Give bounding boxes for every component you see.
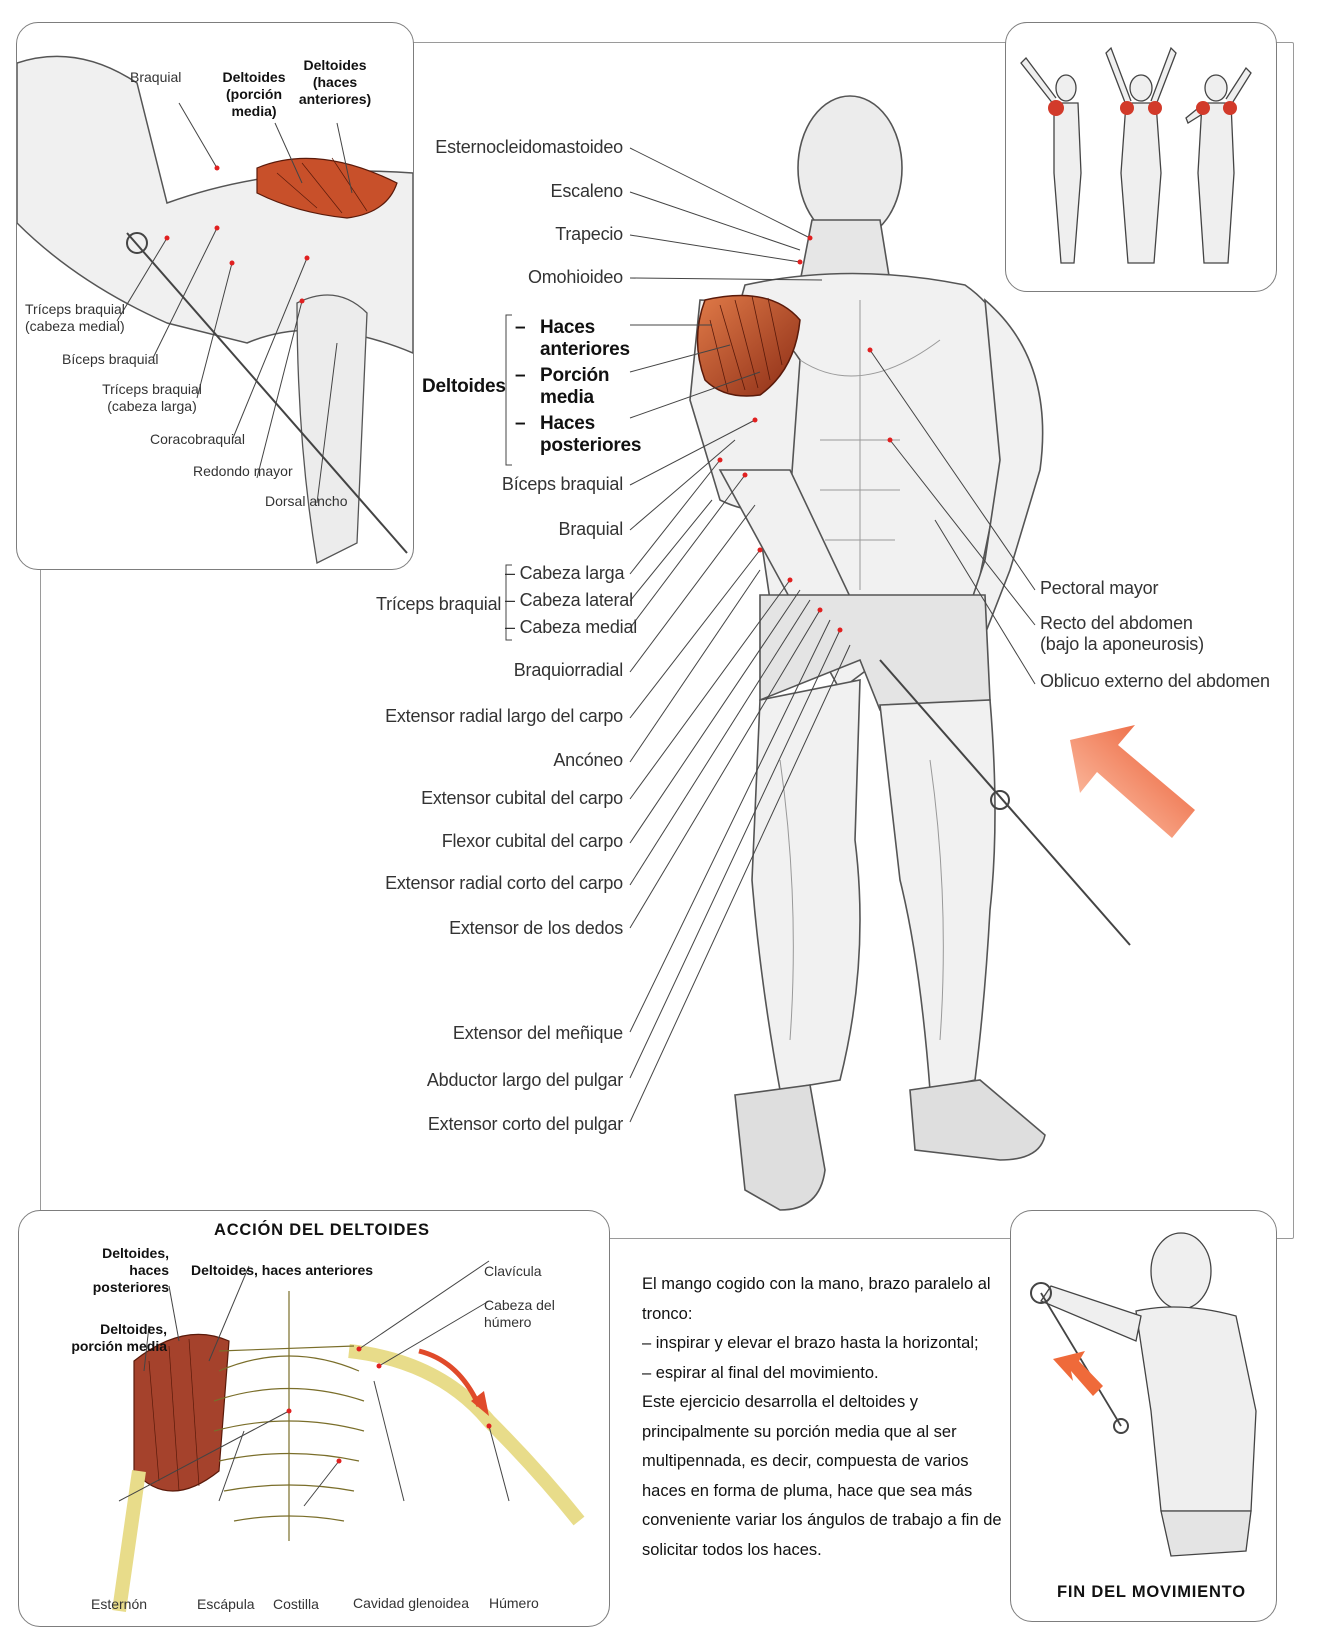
arm-label-dorsal-ancho: Dorsal ancho: [265, 493, 348, 509]
action-label-costilla: Costilla: [273, 1596, 319, 1612]
label-extensor-radial-corto: Extensor radial corto del carpo: [385, 873, 623, 893]
label-pectoral-mayor: Pectoral mayor: [1040, 578, 1159, 598]
label-porcion-media: Porción media: [540, 365, 610, 408]
label-braquial: Braquial: [558, 519, 624, 539]
action-label-clavicula: Clavícula: [484, 1263, 542, 1279]
description-text: El mango cogido con la mano, brazo paral…: [642, 1270, 1012, 1565]
arm-label-redondo-mayor: Redondo mayor: [193, 463, 293, 479]
label-oblicuo-externo: Oblicuo externo del abdomen: [1040, 671, 1270, 691]
inset-arm-detail: Braquial Deltoides (porción media) Delto…: [16, 22, 414, 570]
action-label-humero: Húmero: [489, 1595, 539, 1611]
arm-detail-illustration: [17, 55, 413, 564]
muscle-contours: [779, 300, 944, 1041]
desc-step2: – espirar al final del movimiento.: [642, 1363, 879, 1382]
deltoid-highlight: [696, 294, 801, 397]
desc-intro: El mango cogido con la mano, brazo paral…: [642, 1275, 991, 1323]
arm-label-deltoides-anteriores: Deltoides (haces anteriores): [298, 57, 372, 107]
deltoid-fibers: [709, 295, 783, 393]
arm-label-biceps: Bíceps braquial: [62, 351, 159, 367]
label-flexor-cubital: Flexor cubital del carpo: [441, 831, 623, 851]
right-shoe: [909, 1079, 1046, 1161]
label-escaleno: Escaleno: [550, 181, 624, 201]
label-anconeo: Ancóneo: [553, 750, 623, 770]
label-deltoides-group: Deltoides: [422, 376, 506, 397]
end-movement-title: FIN DEL MOVIMIENTO: [1057, 1583, 1246, 1601]
action-label-escapula: Escápula: [197, 1596, 255, 1612]
neck: [799, 219, 891, 283]
label-omohioideo: Omohioideo: [527, 267, 623, 287]
label-trapecio: Trapecio: [555, 224, 623, 244]
label-esternocleidomastoideo: Esternocleidomastoideo: [435, 137, 623, 157]
three-figures-illustration: [1020, 46, 1252, 264]
label-cabeza-lateral: – Cabeza lateral: [505, 590, 633, 610]
label-extensor-dedos: Extensor de los dedos: [449, 918, 623, 938]
arm-label-coracobraquial: Coracobraquial: [150, 431, 245, 447]
skeleton-illustration: [112, 1260, 585, 1612]
arm-label-deltoides-media: Deltoides (porción media): [222, 69, 286, 119]
action-label-haces-posteriores: Deltoides, haces posteriores: [92, 1245, 169, 1295]
main-frame: [40, 42, 1294, 1239]
cable: [879, 659, 1131, 946]
leader-lines: [505, 147, 1036, 1123]
label-triceps-group: Tríceps braquial: [376, 594, 502, 614]
desc-body: Este ejercicio desarrolla el deltoides y…: [642, 1393, 1002, 1559]
athlete-figure: [689, 95, 1046, 1211]
callout-dots: [717, 235, 893, 633]
label-deltoides-dash-3: –: [515, 413, 526, 434]
direction-arrow-icon: [1070, 725, 1195, 838]
label-extensor-radial-largo: Extensor radial largo del carpo: [385, 706, 623, 726]
left-leg: [751, 679, 861, 1091]
inset-deltoid-action: ACCIÓN DEL DELTOIDES Deltoides, haces po…: [18, 1210, 610, 1627]
left-shoe: [734, 1084, 826, 1211]
right-leg: [879, 699, 996, 1091]
arm-label-triceps-medial: Tríceps braquial (cabeza medial): [25, 301, 125, 334]
action-label-porcion-media: Deltoides, porción media: [71, 1321, 167, 1354]
label-deltoides-dash-1: –: [515, 317, 526, 338]
action-title: ACCIÓN DEL DELTOIDES: [214, 1221, 430, 1239]
inset-end-movement: FIN DEL MOVIMIENTO: [1010, 1210, 1277, 1622]
label-haces-posteriores: Haces posteriores: [540, 413, 642, 456]
desc-step1: – inspirar y elevar el brazo hasta la ho…: [642, 1334, 979, 1352]
arm-label-braquial: Braquial: [130, 69, 182, 85]
action-label-cabeza-humero: Cabeza del húmero: [484, 1297, 555, 1330]
label-cabeza-medial: – Cabeza medial: [505, 617, 638, 637]
head: [797, 95, 903, 241]
label-extensor-menique: Extensor del meñique: [452, 1023, 623, 1043]
cable-ring: [990, 790, 1010, 810]
label-extensor-cubital: Extensor cubital del carpo: [421, 788, 623, 808]
label-cabeza-larga: – Cabeza larga: [505, 563, 625, 583]
end-movement-illustration: [1030, 1232, 1257, 1557]
inset-figures: [1005, 22, 1277, 292]
action-label-cavidad-glenoidea: Cavidad glenoidea: [353, 1595, 469, 1611]
label-haces-anteriores: Haces anteriores: [540, 317, 630, 360]
action-label-haces-anteriores: Deltoides, haces anteriores: [191, 1262, 374, 1278]
label-extensor-corto-pulgar: Extensor corto del pulgar: [427, 1114, 623, 1134]
arm-label-triceps-larga: Tríceps braquial (cabeza larga): [102, 381, 202, 414]
label-abductor-largo-pulgar: Abductor largo del pulgar: [426, 1070, 623, 1090]
label-bajo-aponeurosis: (bajo la aponeurosis): [1040, 634, 1204, 654]
label-braquiorradial: Braquiorradial: [513, 660, 623, 680]
label-recto-abdomen: Recto del abdomen: [1040, 613, 1193, 633]
label-deltoides-dash-2: –: [515, 365, 526, 386]
action-label-esternon: Esternón: [91, 1596, 148, 1612]
label-biceps-braquial: Bíceps braquial: [501, 474, 623, 494]
